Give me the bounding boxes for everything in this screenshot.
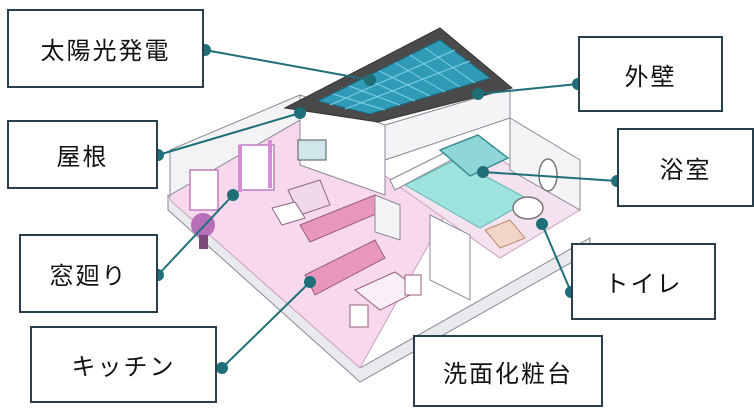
leader-roof-dot-b bbox=[294, 107, 306, 119]
window-left bbox=[189, 169, 219, 211]
leader-toilet bbox=[541, 223, 572, 293]
leader-wall-dot-b bbox=[472, 88, 484, 100]
leader-kitchen-dot-b bbox=[304, 276, 316, 288]
toilet bbox=[512, 196, 544, 220]
label-exterior-wall: 外壁 bbox=[578, 36, 723, 112]
leader-solar bbox=[204, 49, 371, 81]
kitchen-counter-front bbox=[304, 239, 386, 296]
plant-pot bbox=[199, 235, 208, 249]
fridge bbox=[374, 194, 401, 241]
plant bbox=[191, 213, 215, 237]
bathtub bbox=[438, 134, 510, 177]
chair-1 bbox=[349, 304, 369, 328]
label-kitchen: キッチン bbox=[30, 326, 217, 403]
bath-mat bbox=[484, 219, 526, 249]
leader-roof bbox=[157, 112, 301, 156]
coffee-table bbox=[271, 201, 306, 226]
leader-window-dot-b bbox=[227, 189, 239, 201]
chair-2 bbox=[404, 274, 422, 296]
leader-window bbox=[157, 194, 234, 276]
leader-bath-dot-b bbox=[477, 166, 489, 178]
vanity-wall bbox=[429, 214, 471, 301]
tv bbox=[297, 139, 327, 161]
label-toilet: トイレ bbox=[571, 243, 716, 320]
label-solar-power: 太陽光発電 bbox=[7, 9, 204, 88]
leader-solar-dot-b bbox=[364, 74, 376, 86]
solar-panel-grid bbox=[329, 47, 476, 111]
leader-bath bbox=[482, 171, 618, 182]
label-vanity: 洗面化粧台 bbox=[413, 335, 603, 407]
leader-kitchen bbox=[221, 281, 311, 369]
label-bathroom: 浴室 bbox=[617, 128, 754, 207]
solar-panel bbox=[316, 39, 492, 115]
label-roof: 屋根 bbox=[7, 120, 158, 189]
leader-toilet-dot-b bbox=[536, 218, 548, 230]
leader-kitchen-dot-a bbox=[216, 362, 228, 374]
leader-wall bbox=[477, 83, 579, 95]
label-windows: 窓廻り bbox=[19, 234, 158, 313]
